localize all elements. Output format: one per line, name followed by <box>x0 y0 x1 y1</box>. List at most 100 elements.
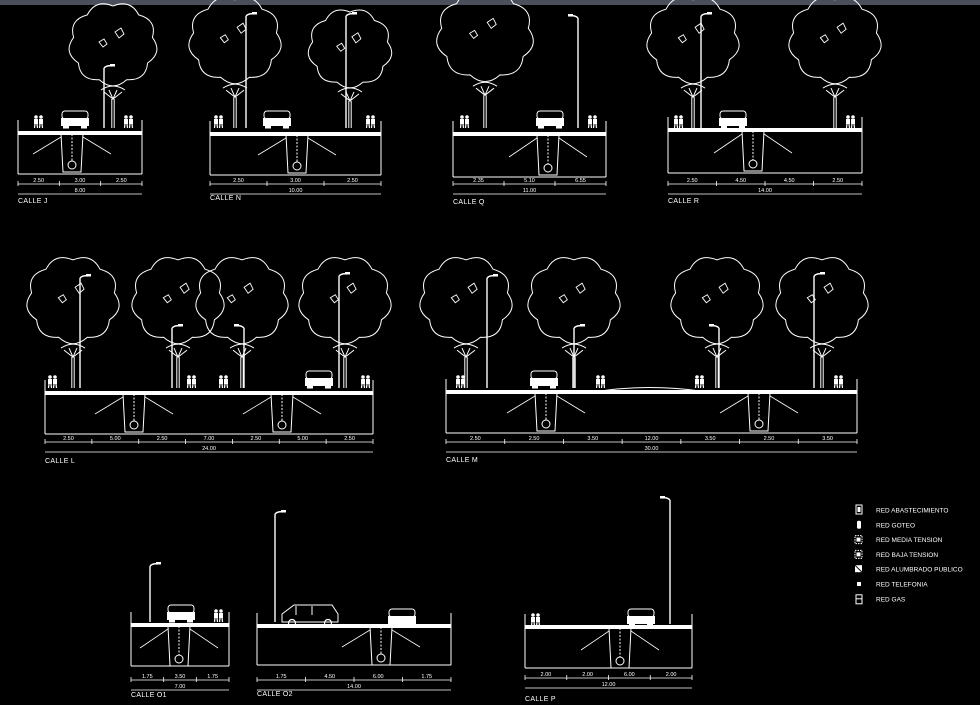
trench-outline <box>60 133 84 173</box>
dimension-value: 2.00 <box>666 672 677 678</box>
car-rear-view <box>305 370 333 389</box>
connection-line <box>144 396 174 415</box>
dimension-value: 2.50 <box>33 178 44 184</box>
person-body <box>695 379 699 384</box>
legend-symbol-fill <box>856 537 861 542</box>
person-head <box>214 115 218 119</box>
pedestrian <box>678 115 684 129</box>
dimension-value: 1.75 <box>276 674 287 680</box>
person-leg <box>38 123 41 129</box>
dimension-value: 2.50 <box>832 178 843 184</box>
legend-symbol-fill <box>856 552 861 557</box>
car-body <box>305 378 333 386</box>
trench-outline <box>534 392 558 432</box>
person-head <box>601 375 605 379</box>
legend-label: RED ABASTECIMIENTO <box>876 508 948 515</box>
connection-line <box>139 628 169 649</box>
street-lamp <box>813 272 825 388</box>
person-leg <box>218 383 221 389</box>
person-leg <box>533 621 536 627</box>
dimension-value: 1.75 <box>142 674 153 680</box>
tree-crown <box>229 343 255 359</box>
car-wheel <box>647 624 653 627</box>
person-leg <box>50 383 53 389</box>
tree <box>788 0 882 128</box>
tree <box>298 257 392 388</box>
car-rear-view <box>627 608 655 627</box>
dimension-value: 2.50 <box>233 178 244 184</box>
person-head <box>124 115 128 119</box>
person-head <box>219 609 223 613</box>
street-profile <box>524 614 693 669</box>
person-leg <box>535 621 538 627</box>
leaf-cluster <box>179 282 190 294</box>
person-body <box>219 613 223 618</box>
pedestrian <box>530 613 536 627</box>
connection-line <box>713 133 743 154</box>
car-rear-view <box>388 608 416 627</box>
person-head <box>129 115 133 119</box>
leaf-cluster <box>219 34 229 44</box>
dimension-value: 3.00 <box>75 178 86 184</box>
person-leg <box>221 123 224 129</box>
connection-line <box>556 395 586 414</box>
connection-line <box>292 396 322 415</box>
person-head <box>695 375 699 379</box>
legend-label: RED GAS <box>876 596 906 603</box>
dimension-value: 5.10 <box>524 178 535 184</box>
utility-trench <box>719 392 799 432</box>
person-head <box>39 115 43 119</box>
car-wheel <box>307 386 313 389</box>
street-profile <box>445 379 858 434</box>
person-leg <box>673 123 676 129</box>
leaf-cluster <box>74 282 85 294</box>
leaf-cluster <box>468 29 479 40</box>
person-leg <box>221 383 224 389</box>
leaf-cluster <box>450 294 460 304</box>
person-leg <box>850 123 853 129</box>
leaf-cluster <box>351 32 362 44</box>
car-wheel <box>556 126 562 129</box>
section-title: CALLE Q <box>453 199 485 206</box>
person-leg <box>213 123 216 129</box>
water-supply-symbol <box>855 504 863 515</box>
person-leg <box>838 383 841 389</box>
leaf-cluster <box>558 294 568 304</box>
person-head <box>192 375 196 379</box>
car-roof <box>305 370 333 380</box>
tree <box>131 257 225 388</box>
tree-crown <box>704 343 730 359</box>
pedestrian <box>370 115 376 129</box>
person-leg <box>126 123 129 129</box>
legend-symbol-box <box>855 504 863 515</box>
car-wheel <box>629 624 635 627</box>
trench-outline <box>747 392 771 432</box>
dimension-value: 4.50 <box>324 674 335 680</box>
dimension-value: 2.35 <box>473 178 484 184</box>
dimension-value: 6.55 <box>575 178 586 184</box>
person-body <box>536 617 540 622</box>
person-head <box>371 115 375 119</box>
lamp-head <box>820 272 825 275</box>
street-lamp <box>274 510 286 622</box>
street-profile <box>17 120 143 175</box>
person-head <box>846 115 850 119</box>
street-lamp <box>700 12 712 128</box>
leaf-cluster <box>346 282 357 294</box>
person-body <box>588 119 592 124</box>
person-body <box>851 119 855 124</box>
legend-item: RED GOTEO <box>857 520 915 529</box>
dimension-value: 2.50 <box>116 178 127 184</box>
sewer-pipe <box>277 420 287 430</box>
trench-outline <box>167 625 191 667</box>
